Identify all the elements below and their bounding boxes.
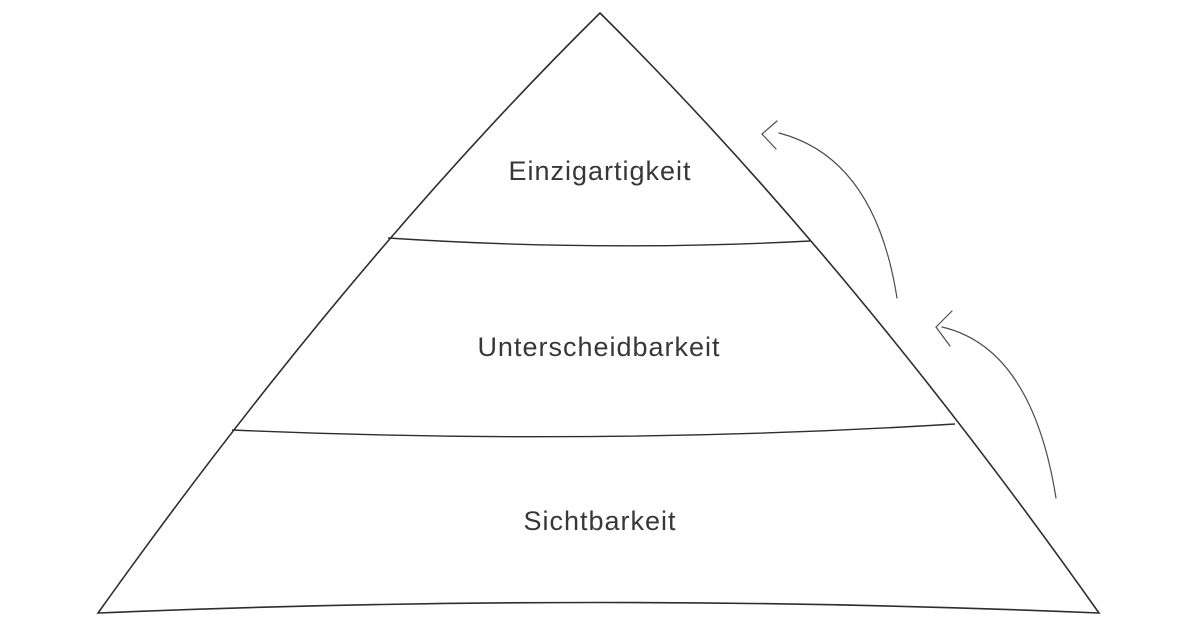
divider-middle-bottom xyxy=(231,423,956,438)
level-label-middle: Unterscheidbarkeit xyxy=(477,332,720,362)
arrow-curve xyxy=(941,326,1057,499)
curved-arrow-up-icon xyxy=(761,120,898,299)
level-label-top: Einzigartigkeit xyxy=(508,156,691,186)
arrow-chevron-head xyxy=(761,120,778,150)
level-label-bottom: Sichtbarkeit xyxy=(523,506,676,536)
arrow-curve xyxy=(778,132,898,299)
curved-arrow-up-icon xyxy=(935,310,1057,499)
pyramid-outline xyxy=(96,11,1101,614)
arrow-chevron-head xyxy=(935,310,953,347)
divider-top-middle xyxy=(387,237,811,247)
